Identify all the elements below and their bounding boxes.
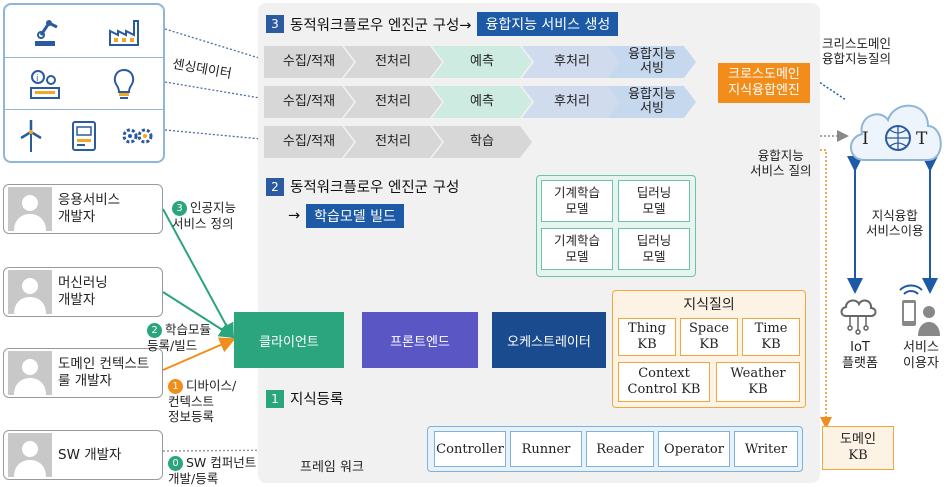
space-kb: Space KB (680, 318, 738, 356)
service-user-label: 서비스 이용자 (903, 340, 939, 371)
device-icon (71, 120, 96, 151)
step-0-num: 0 (168, 456, 183, 471)
person-avatar-icon (8, 351, 52, 395)
cross-domain-engine: 크로스도메인 지식융합엔진 (718, 63, 810, 103)
fw-operator: Operator (658, 431, 730, 467)
iot-cloud-icon (850, 104, 942, 161)
section-1-header: 1 지식등록 (266, 388, 343, 409)
sensor-row-1 (5, 5, 163, 57)
lightbulb-icon (113, 68, 134, 99)
person-line1: 도메인 컨텍스트 (58, 356, 150, 372)
knowledge-service-label: 지식융합 서비스이용 (866, 208, 924, 238)
factory-icon (108, 20, 139, 46)
svg-text:i: i (36, 74, 39, 84)
pipeline-preprocess-2: 전처리 (344, 86, 442, 118)
cross-domain-query-label: 크리스도메인 융합지능질의 (822, 36, 892, 66)
section-1-num: 1 (266, 389, 284, 408)
step-2-num: 2 (147, 323, 162, 338)
section-3-title: 동적워크플로우 엔진군 구성→ (290, 17, 472, 34)
person-line2: 개발자 (58, 292, 96, 308)
pipeline-serving-2: 융합지능 서빙 (608, 86, 696, 118)
person-avatar-icon (8, 433, 52, 477)
section-2-arrow: → (288, 208, 301, 224)
service-query-label: 융합지능 서비스 질의 (750, 148, 812, 178)
person-line1: 머신러닝 (58, 275, 108, 291)
orchestrator-box: 오케스트레이터 (492, 312, 606, 368)
frontend-box: 프론트엔드 (362, 312, 478, 368)
pipeline-serving-1: 융합지능 서빙 (608, 46, 696, 78)
fw-writer: Writer (734, 431, 798, 467)
client-box: 클라이언트 (234, 312, 344, 368)
person-line2: 개발자 (58, 209, 96, 225)
robot-arm-icon (34, 20, 58, 46)
info-desk-icon: i (29, 69, 60, 99)
pipeline-postprocess-1: 후처리 (522, 46, 622, 78)
section-2-build: → 학습모델 빌드 (288, 204, 404, 228)
gears-icon (122, 128, 153, 143)
iot-platform-icon (840, 299, 877, 335)
pipeline-predict-3: 학습 (432, 126, 532, 158)
person-sw-developer: SW 개발자 (3, 430, 163, 480)
pipeline-preprocess-1: 전처리 (344, 46, 442, 78)
pipeline-collect-1: 수집/적재 (264, 46, 354, 78)
fw-reader: Reader (586, 431, 654, 467)
pipeline-postprocess-2: 후처리 (522, 86, 622, 118)
wind-turbine-icon (20, 119, 42, 152)
step-1-text: 디바이스/ 컨텍스트 정보등록 (168, 378, 237, 424)
step-3-text: 인공지능 서비스 정의 (172, 200, 237, 231)
section-1-title: 지식등록 (290, 392, 344, 408)
framework-panel: Controller Runner Reader Operator Writer (427, 426, 803, 472)
person-line1: 응용서비스 (58, 192, 121, 208)
step-0-text: SW 컴퍼넌트 개발/등록 (168, 455, 257, 486)
domain-kb: 도메인 KB (822, 426, 894, 470)
dl-model-2: 딥러닝 모델 (618, 228, 690, 270)
iot-letter-t: T (916, 129, 928, 149)
section-2-header: 2 동적워크플로우 엔진군 구성 (266, 176, 459, 197)
sensor-row-2: i (5, 57, 163, 109)
ml-model-1: 기계학습 모델 (541, 180, 613, 222)
section-2-title: 동적워크플로우 엔진군 구성 (290, 180, 460, 196)
person-line2: 룰 개발자 (58, 373, 112, 389)
step-3-num: 3 (172, 201, 187, 216)
dl-model-1: 딥러닝 모델 (618, 180, 690, 222)
thing-kb: Thing KB (618, 318, 676, 356)
pipeline-preprocess-3: 전처리 (344, 126, 442, 158)
section-3-pill: 융합지능 서비스 생성 (477, 12, 619, 36)
step-1-num: 1 (168, 379, 183, 394)
section-2-pill: 학습모델 빌드 (306, 204, 404, 228)
pipeline-predict-2: 예측 (432, 86, 532, 118)
sensing-data-label: 센싱데이터 (171, 56, 233, 83)
fw-runner: Runner (510, 431, 582, 467)
section-3-num: 3 (266, 15, 284, 33)
weather-kb: Weather KB (716, 362, 800, 402)
knowledge-query-title: 지식질의 (683, 297, 735, 313)
person-line1: SW 개발자 (58, 446, 122, 463)
section-2-num: 2 (266, 177, 284, 196)
iot-letter-i: I (862, 129, 869, 149)
person-avatar-icon (8, 270, 52, 314)
iot-platform-label: IoT 플랫폼 (842, 340, 878, 371)
fw-controller: Controller (434, 431, 506, 467)
ml-model-2: 기계학습 모델 (541, 228, 613, 270)
pipeline-collect-2: 수집/적재 (264, 86, 354, 118)
sensor-row-3 (5, 109, 163, 161)
pipeline-collect-3: 수집/적재 (264, 126, 354, 158)
step-2-text: 학습모듈 등록/빌드 (147, 322, 212, 353)
section-3-header: 3 동적워크플로우 엔진군 구성→ 융합지능 서비스 생성 (266, 12, 619, 36)
context-control-kb: Context Control KB (618, 362, 710, 402)
sensor-panel: i (3, 3, 165, 163)
pipeline-predict-1: 예측 (432, 46, 532, 78)
person-avatar-icon (8, 187, 52, 231)
time-kb: Time KB (742, 318, 800, 356)
service-user-icon (899, 284, 940, 336)
framework-label: 프레임 워크 (300, 460, 364, 475)
